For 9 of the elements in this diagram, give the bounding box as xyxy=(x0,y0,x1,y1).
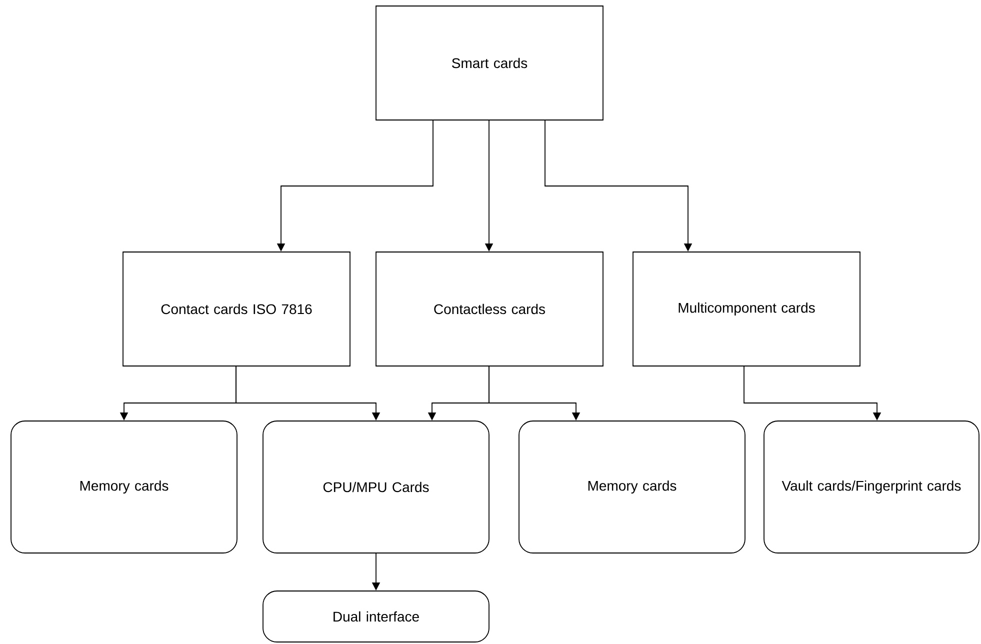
rounded-box: Memory cards xyxy=(518,420,746,554)
category-box: Contact cards ISO 7816 xyxy=(122,252,350,366)
rounded-box: Memory cards xyxy=(10,420,238,554)
category-box: Contactless cards xyxy=(376,252,604,366)
rounded-box: CPU/MPU Cards xyxy=(262,420,490,554)
category-box: Smart cards xyxy=(376,6,604,120)
category-box: Multicomponent cards xyxy=(632,252,860,366)
rounded-box: Vault cards/Fingerprint cards xyxy=(764,420,980,554)
rounded-box: Dual interface xyxy=(262,590,490,642)
